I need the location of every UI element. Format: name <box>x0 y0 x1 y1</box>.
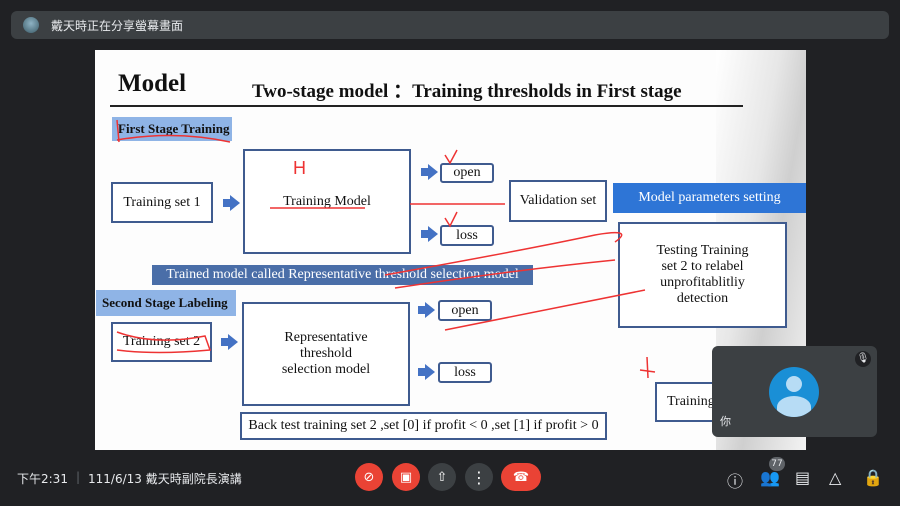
chat-icon[interactable]: ▤ <box>795 468 811 487</box>
arrow-icon <box>418 364 435 380</box>
people-icon[interactable]: 👥 <box>760 468 780 487</box>
red-annotations <box>116 119 656 379</box>
present-button[interactable]: ⇧ <box>428 463 456 491</box>
arrow-icon <box>223 195 240 211</box>
screen-share-banner: 戴天時正在分享螢幕畫面 <box>11 11 889 39</box>
user-avatar-icon <box>769 367 819 417</box>
annotation-h: H <box>293 158 306 178</box>
arrow-icon <box>421 226 438 242</box>
more-options-button[interactable]: ⋮ <box>465 463 493 491</box>
trained-model-banner: Trained model called Representative thre… <box>152 265 533 285</box>
slide-title: Model <box>118 70 187 97</box>
leave-call-button[interactable]: ☎ <box>501 463 541 491</box>
rep-model-box: Representative threshold selection model <box>242 302 410 406</box>
training-set-1-box: Training set 1 <box>111 182 213 223</box>
testing-box: Testing Training set 2 to relabel unprof… <box>618 222 787 328</box>
share-banner-text: 戴天時正在分享螢幕畫面 <box>51 18 184 33</box>
participant-count: 77 <box>769 457 785 471</box>
host-controls-icon[interactable]: 🔒 <box>863 468 883 487</box>
presenter-avatar <box>23 17 39 33</box>
first-stage-label: First Stage Training <box>112 117 232 141</box>
open-box-2: open <box>438 300 492 321</box>
arrow-icon <box>418 302 435 318</box>
camera-off-button[interactable]: ▣ <box>392 463 420 491</box>
muted-mic-icon: 🎙 <box>855 351 871 367</box>
loss-box: loss <box>440 225 494 246</box>
info-icon[interactable]: ⓘ <box>727 472 744 491</box>
model-params-label: Model parameters setting <box>613 183 806 213</box>
loss-box-2: loss <box>438 362 492 383</box>
arrow-icon <box>421 164 438 180</box>
title-divider <box>110 105 743 107</box>
mic-off-button[interactable]: ⊘ <box>355 463 383 491</box>
arrow-icon <box>221 334 238 350</box>
self-name: 你 <box>720 415 731 428</box>
validation-set-box: Validation set <box>509 180 607 222</box>
clock: 下午2:31 <box>17 472 68 486</box>
self-video-tile[interactable]: 🎙 你 <box>712 346 877 437</box>
activities-icon[interactable]: △ <box>829 468 842 487</box>
shared-slide: Model Two-stage model ：Training threshol… <box>95 50 806 450</box>
back-test-box: Back test training set 2 ,set [0] if pro… <box>240 412 607 440</box>
second-stage-label: Second Stage Labeling <box>96 290 236 316</box>
open-box: open <box>440 163 494 183</box>
meeting-title: 111/6/13 戴天時副院長演講 <box>88 472 242 486</box>
training-model-box: Training Model <box>243 149 411 254</box>
slide-subtitle: Two-stage model ：Training thresholds in … <box>252 81 682 102</box>
meeting-info: 下午2:31 | 111/6/13 戴天時副院長演講 <box>17 470 242 486</box>
